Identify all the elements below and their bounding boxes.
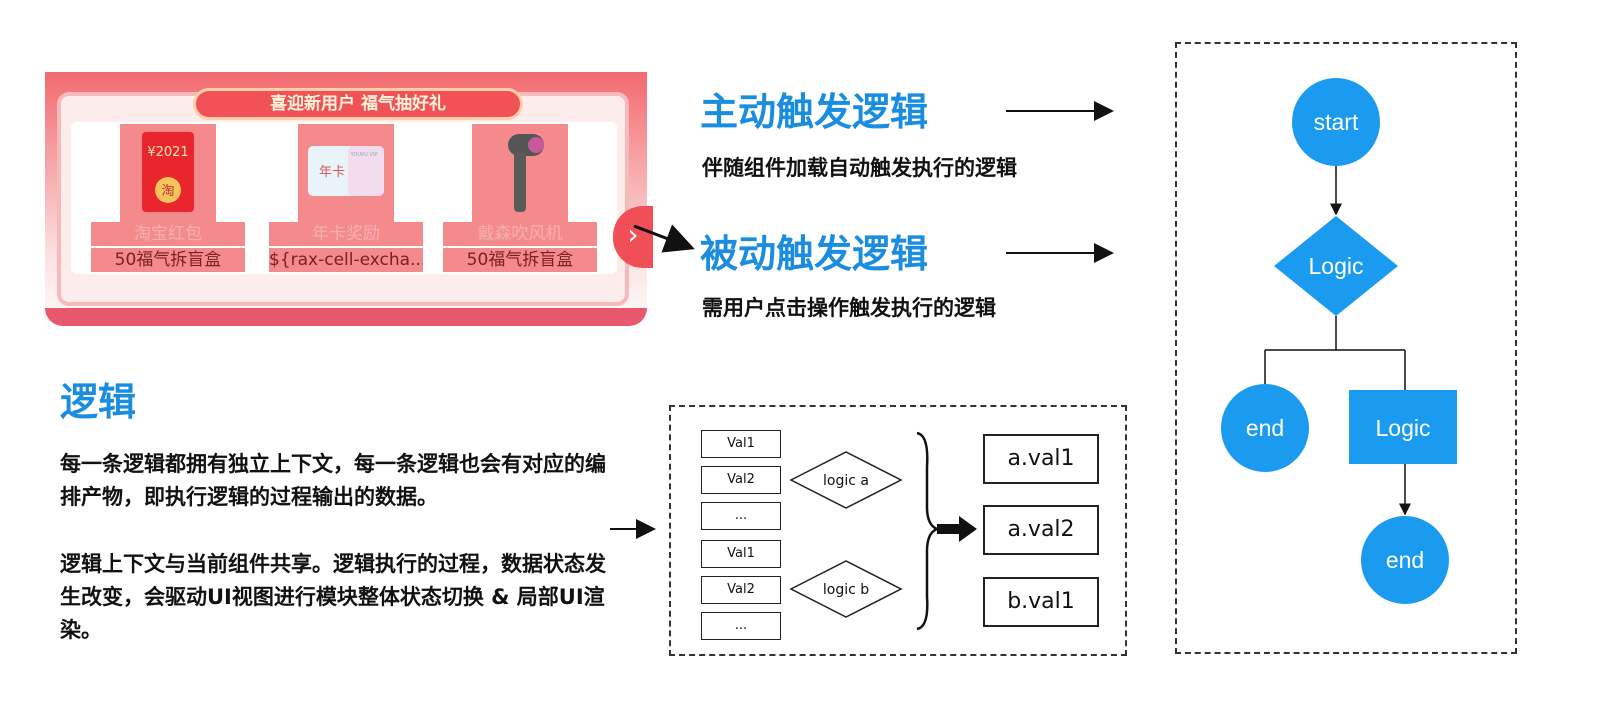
- promo-banner: 喜迎新用户 福气抽好礼: [193, 88, 523, 120]
- promo-card-frame: 喜迎新用户 福气抽好礼 ¥2021 淘 淘宝红包 50福气拆盲盒: [57, 88, 653, 306]
- value-box: Val1: [701, 540, 781, 568]
- logic-paragraph-1: 每一条逻辑都拥有独立上下文，每一条逻辑也会有对应的编排产物，即执行逻辑的过程输出…: [60, 452, 606, 509]
- start-node: [1292, 78, 1380, 166]
- prize-list: ¥2021 淘 淘宝红包 50福气拆盲盒 年卡 YOUKU VIP: [71, 122, 617, 274]
- output-box: b.val1: [983, 577, 1099, 627]
- process-node-label: Logic: [1376, 415, 1431, 441]
- decision-node: [1274, 216, 1398, 316]
- prize-subtitle: ${rax-cell-excha...: [269, 248, 423, 272]
- output-box: a.val1: [983, 434, 1099, 484]
- red-envelope-badge: 淘: [161, 184, 174, 199]
- logic-a-diamond: [789, 451, 903, 509]
- active-trigger-desc: 伴随组件加载自动触发执行的逻辑: [702, 156, 1017, 180]
- flowchart: start Logic end Logic end: [1175, 42, 1517, 654]
- value-box: Val1: [701, 430, 781, 458]
- logic-title: 逻辑: [60, 380, 137, 424]
- prize-name: 淘宝红包: [91, 222, 245, 246]
- chevron-right-icon: ›: [627, 218, 639, 251]
- passive-trigger-title: 被动触发逻辑: [700, 232, 929, 276]
- vip-card-image: 年卡 YOUKU VIP: [298, 124, 394, 222]
- flowchart-canvas: start Logic end Logic end: [1221, 78, 1457, 604]
- passive-trigger-desc: 需用户点击操作触发执行的逻辑: [702, 296, 996, 320]
- hair-dryer-icon: [508, 134, 544, 212]
- promo-card-base: [45, 308, 647, 326]
- red-envelope-amount: ¥2021: [147, 145, 188, 160]
- value-box: ...: [701, 612, 781, 640]
- value-box: ...: [701, 502, 781, 530]
- red-envelope-icon: ¥2021 淘: [142, 132, 194, 212]
- promo-card-screenshot: 喜迎新用户 福气抽好礼 ¥2021 淘 淘宝红包 50福气拆盲盒: [45, 72, 653, 334]
- process-node: [1349, 390, 1457, 464]
- decision-node-label: Logic: [1309, 253, 1364, 279]
- value-box: Val2: [701, 466, 781, 494]
- end-node: [1221, 384, 1309, 472]
- context-diagram: Val1 Val2 ... Val1 Val2 ... logic a logi…: [669, 405, 1127, 656]
- active-trigger-title: 主动触发逻辑: [700, 90, 929, 134]
- prize-subtitle: 50福气拆盲盒: [443, 248, 597, 272]
- arrow-promo-to-passive: [633, 224, 695, 253]
- logic-a-label: logic a: [823, 473, 869, 489]
- end-node: [1361, 516, 1449, 604]
- output-box: a.val2: [983, 505, 1099, 555]
- next-page-button[interactable]: ›: [613, 206, 653, 268]
- context-diagram-shapes: logic a logic b: [789, 431, 977, 631]
- hair-dryer-image: [472, 124, 568, 222]
- promo-banner-text: 喜迎新用户 福气抽好礼: [270, 94, 446, 114]
- logic-b-diamond: [789, 560, 903, 618]
- vip-card-icon: 年卡 YOUKU VIP: [308, 146, 384, 196]
- end-node-label: end: [1246, 415, 1284, 441]
- end-node-label: end: [1386, 547, 1424, 573]
- red-envelope-image: ¥2021 淘: [120, 124, 216, 222]
- curly-brace: [916, 431, 941, 631]
- logic-b-label: logic b: [823, 582, 869, 598]
- block-arrow-icon: [937, 516, 977, 542]
- logic-paragraph-2: 逻辑上下文与当前组件共享。逻辑执行的过程，数据状态发生改变，会驱动UI视图进行模…: [60, 552, 606, 642]
- prize-name: 年卡奖励: [269, 222, 423, 246]
- prize-name: 戴森吹风机: [443, 222, 597, 246]
- vip-card-label: 年卡: [319, 165, 345, 180]
- value-box: Val2: [701, 576, 781, 604]
- vip-card-brand: YOUKU VIP: [350, 152, 378, 158]
- prize-subtitle: 50福气拆盲盒: [91, 248, 245, 272]
- start-node-label: start: [1314, 109, 1359, 135]
